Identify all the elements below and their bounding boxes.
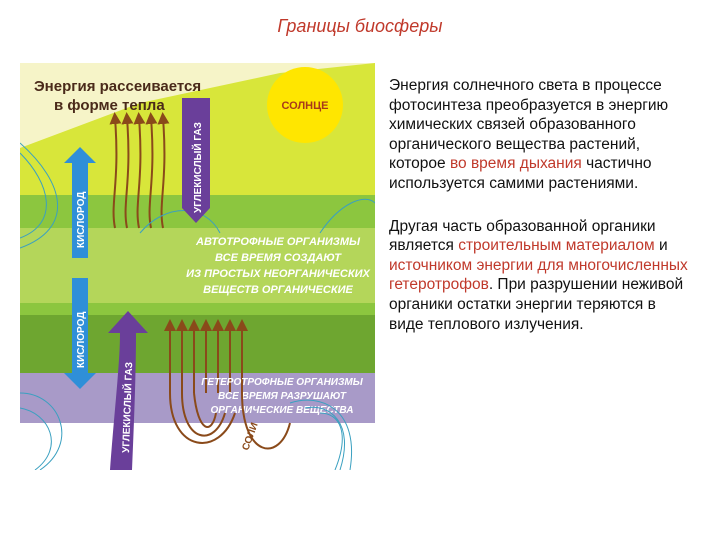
autotroph-line-2: ВСЕ ВРЕМЯ СОЗДАЮТ (215, 252, 342, 264)
autotroph-line-4: ВЕЩЕСТВ ОРГАНИЧЕСКИЕ (203, 284, 353, 296)
autotroph-text: АВТОТРОФНЫЕ ОРГАНИЗМЫ ВСЕ ВРЕМЯ СОЗДАЮТ … (186, 236, 370, 296)
co2-bottom-arrow (108, 311, 148, 470)
paragraph-2: Другая часть образованной органики являе… (389, 217, 689, 335)
field-lines-bottom (20, 392, 352, 470)
paragraph-2-part-3: . При разрушении неживой органики остатк… (389, 276, 684, 333)
biosphere-diagram: СОЛНЦЕ Энергия рассеивается в форме тепл… (20, 63, 375, 470)
oxygen-top-label: КИСЛОРОД (76, 192, 87, 248)
heterotroph-line-1: ГЕТЕРОТРОФНЫЕ ОРГАНИЗМЫ (201, 377, 364, 388)
heterotroph-text: ГЕТЕРОТРОФНЫЕ ОРГАНИЗМЫ ВСЕ ВРЕМЯ РАЗРУШ… (201, 377, 364, 416)
paragraph-1-highlight-1: во время дыхания (449, 155, 582, 173)
heat-arrows-top (109, 112, 170, 229)
oxygen-bottom-label: КИСЛОРОД (76, 312, 87, 368)
heterotroph-line-2: ВСЕ ВРЕМЯ РАЗРУШАЮТ (218, 391, 347, 402)
description-text: Энергия солнечного света в процессе фото… (389, 76, 689, 357)
autotroph-line-1: АВТОТРОФНЫЕ ОРГАНИЗМЫ (195, 236, 361, 248)
co2-bottom-label: УГЛЕКИСЛЫЙ ГАЗ (119, 362, 135, 453)
heterotroph-line-3: ОРГАНИЧЕСКИЕ ВЕЩЕСТВА (211, 405, 354, 416)
sun-label: СОЛНЦЕ (282, 100, 329, 112)
energy-label-line2: в форме тепла (54, 97, 165, 114)
energy-label-line1: Энергия рассеивается (34, 78, 201, 95)
co2-top-arrow (182, 98, 210, 223)
oxygen-top-arrow (64, 147, 96, 258)
paragraph-2-highlight-2: источником энергии для многочисленных ге… (389, 256, 688, 294)
paragraph-2-highlight-1: строительным материалом (458, 237, 655, 255)
soil-band (20, 423, 375, 470)
paragraph-1: Энергия солнечного света в процессе фото… (389, 76, 689, 194)
paragraph-2-part-2: и (654, 237, 668, 255)
decomposition-loops (169, 392, 291, 450)
autotroph-line-3: ИЗ ПРОСТЫХ НЕОРГАНИЧЕСКИХ (186, 268, 370, 280)
paragraph-1-part-2: частично используется самими растениями. (389, 155, 652, 192)
heat-arrows-bottom (164, 319, 248, 393)
page-title: Границы биосферы (277, 16, 443, 36)
field-lines-top (20, 142, 375, 249)
co2-top-label: УГЛЕКИСЛЫЙ ГАЗ (191, 122, 204, 213)
paragraph-2-part-1: Другая часть образованной органики являе… (389, 217, 656, 255)
paragraph-1-part-1: Энергия солнечного света в процессе фото… (389, 77, 669, 173)
sun-icon (267, 67, 343, 143)
oxygen-bottom-arrow (64, 278, 96, 389)
